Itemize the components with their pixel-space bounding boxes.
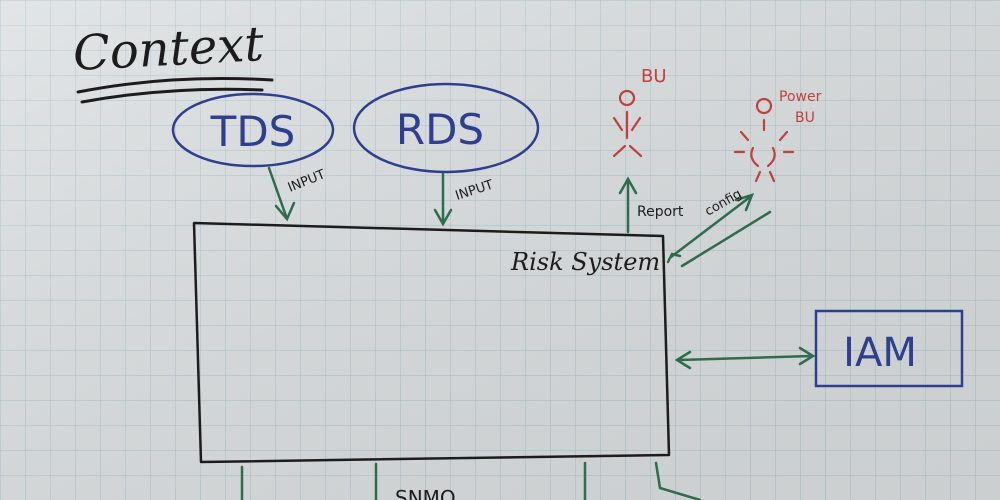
risk-system-label: Risk System <box>510 248 660 276</box>
bu-actor-icon <box>612 89 643 158</box>
iam-double-arrow <box>674 346 816 370</box>
power-bu-actor-icon <box>733 97 795 183</box>
report-arrow <box>618 176 638 234</box>
iam-label: IAM <box>843 330 917 376</box>
rds-label: RDS <box>396 105 484 154</box>
bu-label: BU <box>641 66 667 87</box>
risk-system-node: Risk System <box>192 221 671 464</box>
power-bu-label-line1: Power <box>779 89 822 105</box>
tds-node: TDS <box>171 92 335 168</box>
tds-input-arrow <box>267 166 296 222</box>
title-underline-1 <box>76 77 274 94</box>
bottom-connectors <box>240 461 702 500</box>
rds-input-arrow <box>433 172 453 227</box>
bottom-partial-label: SNMO <box>395 486 456 500</box>
iam-node: IAM <box>814 309 964 388</box>
title-underline-2 <box>80 87 264 104</box>
diagram-title: Context <box>72 16 266 82</box>
rds-node: RDS <box>352 82 540 174</box>
config-arrows <box>666 193 772 268</box>
tds-label: TDS <box>210 107 296 156</box>
power-bu-label-line2: BU <box>795 110 815 126</box>
report-label: Report <box>637 204 684 220</box>
